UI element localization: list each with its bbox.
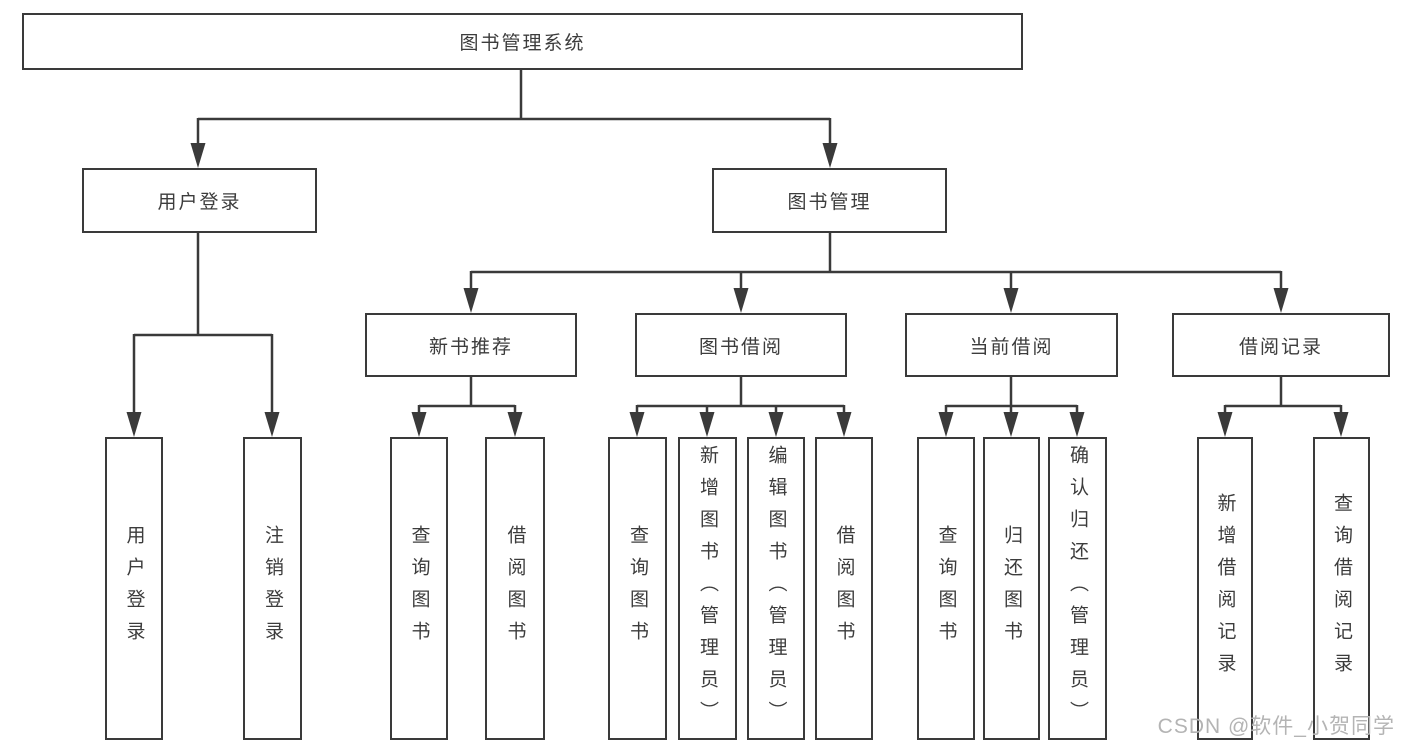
leaf-label: 编辑图书（管理员） <box>765 444 787 733</box>
node-current-borrow: 当前借阅 <box>905 313 1118 377</box>
node-borrow-record: 借阅记录 <box>1172 313 1390 377</box>
leaf-label: 新增借阅记录 <box>1214 492 1236 685</box>
leaf-edit-book-admin: 编辑图书（管理员） <box>747 437 805 740</box>
node-new-book-recommend: 新书推荐 <box>365 313 577 377</box>
leaf-label: 查询借阅记录 <box>1331 492 1352 685</box>
csdn-watermark: CSDN @软件_小贺同学 <box>1157 715 1395 738</box>
leaf-query-book-2: 查询图书 <box>608 437 667 740</box>
node-label: 图书借阅 <box>698 336 783 358</box>
node-root: 图书管理系统 <box>22 13 1023 70</box>
leaf-label: 查询图书 <box>627 524 648 653</box>
node-book-management-branch: 图书管理 <box>712 168 947 233</box>
leaf-label: 查询图书 <box>935 524 957 653</box>
leaf-user-login: 用户登录 <box>105 437 163 740</box>
connector-arrowheads <box>126 143 1349 437</box>
leaf-label: 新增图书（管理员） <box>697 444 718 733</box>
leaf-label: 借阅图书 <box>504 524 526 653</box>
node-label: 用户登录 <box>157 192 242 213</box>
leaf-borrow-book-1: 借阅图书 <box>485 437 545 740</box>
leaf-add-borrow-record: 新增借阅记录 <box>1197 437 1253 740</box>
node-label: 当前借阅 <box>969 336 1054 358</box>
node-user-login-branch: 用户登录 <box>82 168 317 233</box>
leaf-add-book-admin: 新增图书（管理员） <box>678 437 737 740</box>
leaf-confirm-return-admin: 确认归还（管理员） <box>1048 437 1107 740</box>
leaf-query-borrow-record: 查询借阅记录 <box>1313 437 1370 740</box>
node-label: 图书管理 <box>787 192 872 213</box>
leaf-label: 用户登录 <box>123 524 145 653</box>
leaf-label: 归还图书 <box>1001 524 1022 653</box>
leaf-borrow-book-2: 借阅图书 <box>815 437 873 740</box>
leaf-label: 确认归还（管理员） <box>1067 444 1088 733</box>
leaf-label: 注销登录 <box>262 524 283 653</box>
leaf-label: 借阅图书 <box>833 524 855 653</box>
node-label: 新书推荐 <box>428 336 513 358</box>
node-root-label: 图书管理系统 <box>459 33 586 54</box>
leaf-label: 查询图书 <box>408 524 430 653</box>
leaf-query-book-3: 查询图书 <box>917 437 975 740</box>
leaf-logout: 注销登录 <box>243 437 302 740</box>
node-book-borrow: 图书借阅 <box>635 313 847 377</box>
node-label: 借阅记录 <box>1238 336 1323 358</box>
leaf-query-book-1: 查询图书 <box>390 437 448 740</box>
leaf-return-book: 归还图书 <box>983 437 1040 740</box>
